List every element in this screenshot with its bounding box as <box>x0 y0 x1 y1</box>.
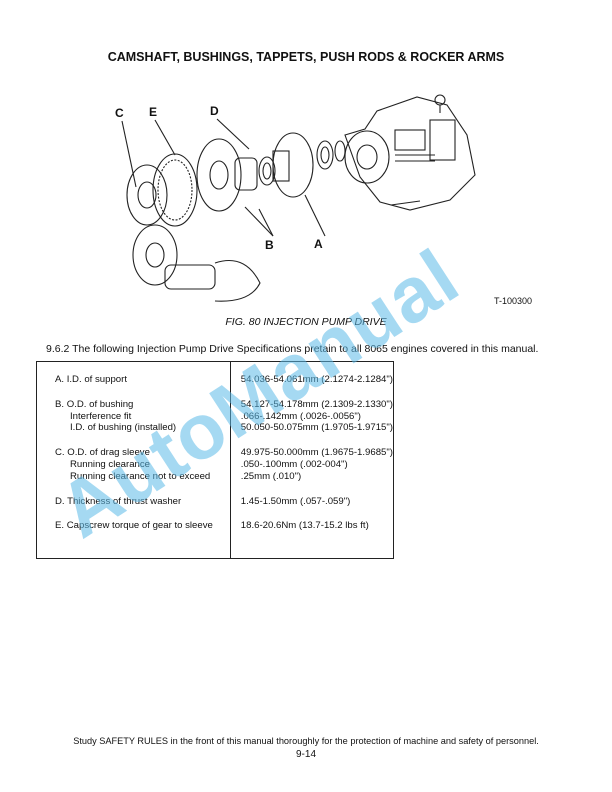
safety-footer-note: Study SAFETY RULES in the front of this … <box>73 736 539 746</box>
spec-row-b: B. O.D. of bushing Interference fit I.D.… <box>55 399 230 434</box>
spec-table: A. I.D. of support B. O.D. of bushing In… <box>36 361 394 559</box>
spec-row-e: E. Capscrew torque of gear to sleeve <box>55 520 230 532</box>
figure-reference-code: T-100300 <box>494 296 533 306</box>
spec-label: A. I.D. of support <box>55 374 127 385</box>
spec-row-a: A. I.D. of support <box>55 374 230 386</box>
section-intro: 9.6.2 The following Injection Pump Drive… <box>46 343 539 355</box>
spec-value: .050-.100mm (.002-004") <box>240 458 348 470</box>
spec-value: 54.036-54.061mm (2.1274-2.1284") <box>240 374 393 385</box>
spec-sublabel: Interference fit <box>70 410 132 422</box>
spec-value: .066-.142mm (.0026-.0056") <box>240 410 361 422</box>
spec-label: B. O.D. of bushing <box>55 398 134 410</box>
spec-values-e: 18.6-20.6Nm (13.7-15.2 lbs ft) <box>241 520 393 532</box>
spec-values-c: 49.975-50.000mm (1.9675-1.9685") .050-.1… <box>241 447 393 482</box>
spec-value: 50.050-50.075mm (1.9705-1.9715") <box>240 422 393 434</box>
spec-sublabel: Running clearance <box>70 458 151 470</box>
spec-values-d: 1.45-1.50mm (.057-.059") <box>241 496 393 508</box>
exploded-view-illustration <box>121 94 476 302</box>
spec-value-column: 54.036-54.061mm (2.1274-2.1284") 54.127-… <box>231 362 393 558</box>
spec-value: 49.975-50.000mm (1.9675-1.9685") <box>240 447 393 459</box>
spec-sublabel: I.D. of bushing (installed) <box>70 422 177 434</box>
callout-b: B <box>265 238 274 252</box>
spec-label: D. Thickness of thrust washer <box>55 495 182 507</box>
page-title: CAMSHAFT, BUSHINGS, TAPPETS, PUSH RODS &… <box>107 50 505 64</box>
page-number: 9-14 <box>295 749 316 760</box>
spec-value: 18.6-20.6Nm (13.7-15.2 lbs ft) <box>240 520 369 532</box>
callout-d: D <box>210 104 219 118</box>
spec-value: 1.45-1.50mm (.057-.059") <box>240 495 351 507</box>
spec-values-b: 54.127-54.178mm (2.1309-2.1330") .066-.1… <box>241 399 393 434</box>
spec-label-column: A. I.D. of support B. O.D. of bushing In… <box>37 362 231 558</box>
spec-row-d: D. Thickness of thrust washer <box>55 496 230 508</box>
spec-value: 54.127-54.178mm (2.1309-2.1330") <box>240 398 393 410</box>
spec-label: E. Capscrew torque of gear to sleeve <box>55 520 213 532</box>
spec-label: C. O.D. of drag sleeve <box>55 447 150 459</box>
callout-a: A <box>314 237 323 251</box>
figure-caption: FIG. 80 INJECTION PUMP DRIVE <box>225 316 387 328</box>
callout-c: C <box>115 106 124 120</box>
spec-value: .25mm (.010") <box>240 470 302 482</box>
spec-values-a: 54.036-54.061mm (2.1274-2.1284") <box>241 374 393 386</box>
spec-row-c: C. O.D. of drag sleeve Running clearance… <box>55 447 230 482</box>
callout-e: E <box>149 105 158 119</box>
spec-sublabel: Running clearance not to exceed <box>70 470 211 482</box>
injection-pump-drive-diagram: C E D B A <box>95 75 515 305</box>
